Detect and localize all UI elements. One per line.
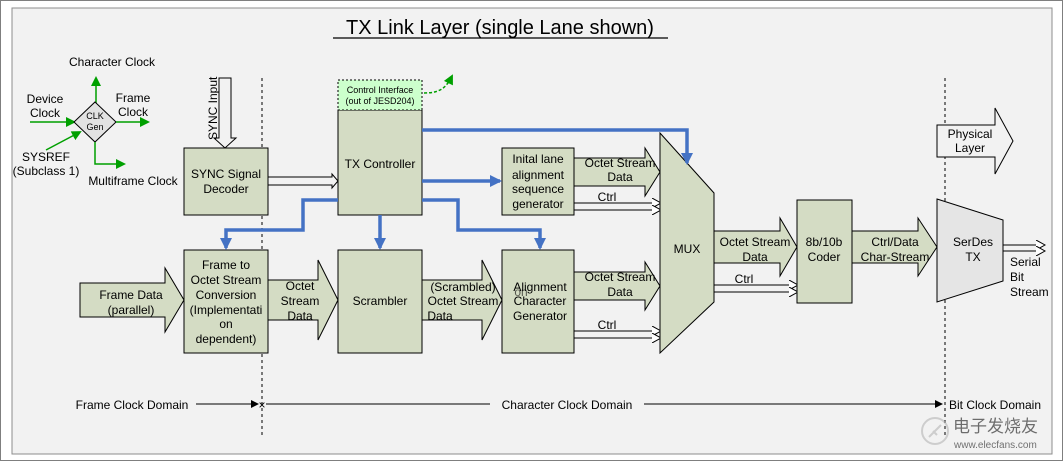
scrambled-label-3: Data [427, 309, 453, 323]
controller-to-frame-conversion-control [220, 198, 338, 250]
ilas-generator-block [501, 147, 575, 216]
control-interface-arrow [423, 74, 453, 94]
domain-boundary-marker: × [258, 398, 265, 412]
ctrl-3-label: Ctrl [598, 318, 617, 332]
char-stream-label-2: Char-Stream [861, 250, 930, 264]
coder-label-2: Coder [808, 250, 841, 264]
device-clock-label-2: Clock [30, 106, 61, 120]
serdes-tx-block [936, 198, 1004, 303]
octet-stream-data-3-label-1: Octet Stream [585, 270, 656, 284]
controller-to-mux-control [422, 128, 693, 165]
mux-data-arrow [713, 216, 798, 278]
align-char-label-3: Generator [513, 309, 567, 323]
sysref-arrow [45, 131, 82, 151]
ctrl-4-label: Ctrl [735, 272, 754, 286]
physical-layer-label-2: Layer [955, 141, 985, 155]
ctrl-1-label: Ctrl [598, 190, 617, 204]
octet-stream-data-4-label-2: Data [742, 250, 768, 264]
character-clock-domain-label: Character Clock Domain [502, 398, 633, 412]
char-stream-arrow [851, 216, 938, 278]
sync-decoder-label-2: Decoder [203, 182, 248, 196]
8b10b-coder-block [796, 199, 853, 304]
physical-layer-arrow [936, 107, 1014, 175]
ilas-data-arrow [573, 146, 661, 198]
device-clock-label-1: Device [27, 92, 64, 106]
sync-input-arrow [212, 77, 238, 149]
frame-to-octet-label-5: on [219, 317, 232, 331]
clk-gen-label-1: CLK [86, 111, 104, 121]
tx-controller-label: TX Controller [345, 157, 416, 171]
scrambled-stream-arrow [421, 259, 503, 341]
control-interface-box [337, 79, 423, 111]
align-char-label-2: Character [514, 294, 567, 308]
align-data-arrow [573, 260, 661, 312]
control-interface-label-2: (out of JESD204) [345, 96, 414, 106]
frame-clock-domain-label: Frame Clock Domain [76, 398, 189, 412]
alignment-character-generator-block [501, 249, 575, 354]
frame-to-octet-label-4: (Implementati [190, 303, 263, 317]
align-overlap-text: on [514, 285, 527, 299]
frame-clock-label-2: Clock [118, 105, 149, 119]
multiframe-clock-label: Multiframe Clock [88, 174, 178, 188]
serdes-label-1: SerDes [953, 235, 993, 249]
ilas-label-2: alignment [512, 168, 565, 182]
scrambler-block [337, 249, 423, 354]
tx-controller-block [337, 109, 423, 216]
diagram-title: TX Link Layer (single Lane shown) [346, 17, 654, 39]
sync-decoder-label-1: SYNC Signal [191, 167, 261, 181]
align-char-label-1: Alignment [513, 280, 567, 294]
octet-stream-arrow-2 [267, 259, 339, 341]
frame-to-octet-label-2: Octet Stream [191, 273, 262, 287]
octet-stream-data-1-label-1: Octet Stream [585, 156, 656, 170]
frame-clock-label-1: Frame [116, 91, 151, 105]
bit-clock-domain-label: Bit Clock Domain [949, 398, 1041, 412]
octet-stream-data-2-label-1: Octet [286, 279, 315, 293]
character-clock-label: Character Clock [69, 55, 156, 69]
frame-data-label-1: Frame Data [99, 288, 163, 302]
frame-data-input-arrow [79, 266, 185, 334]
multiframe-clock-arrow [94, 142, 126, 169]
ilas-label-3: sequence [512, 182, 564, 196]
mux-block [659, 131, 715, 355]
scrambled-label-2: Octet Stream [428, 294, 499, 308]
octet-stream-data-2-label-3: Data [287, 309, 313, 323]
octet-stream-data-3-label-2: Data [607, 285, 633, 299]
frame-to-octet-label-3: Conversion [196, 288, 257, 302]
control-interface-label-1: Control Interface [347, 85, 414, 95]
octet-stream-data-4-label-1: Octet Stream [720, 235, 791, 249]
ilas-label-4: generator [512, 197, 563, 211]
scrambler-label: Scrambler [353, 294, 408, 308]
serdes-label-2: TX [965, 250, 980, 264]
serial-bit-stream-label-1: Serial [1010, 255, 1041, 269]
scrambled-label-1: (Scrambled) [430, 280, 495, 294]
sysref-label-1: SYSREF [22, 150, 70, 164]
mux-label: MUX [674, 242, 701, 256]
watermark-url: www.elecfans.com [953, 440, 1037, 451]
watermark: 电子发烧友 www.elecfans.com [921, 417, 1038, 451]
char-stream-label-1: Ctrl/Data [871, 235, 919, 249]
physical-layer-label-1: Physical [948, 127, 993, 141]
octet-stream-data-1-label-2: Data [607, 170, 633, 184]
decoder-to-controller-arrow [267, 172, 339, 190]
octet-stream-data-2-label-2: Stream [281, 294, 320, 308]
frame-to-octet-label-1: Frame to [202, 258, 250, 272]
controller-to-alignment-control [422, 198, 546, 250]
ilas-label-1: Inital lane [512, 152, 564, 166]
sysref-label-2: (Subclass 1) [13, 164, 80, 178]
frame-data-label-2: (parallel) [108, 303, 155, 317]
frame-to-octet-block [183, 249, 269, 354]
serial-bit-stream-label-3: Stream [1010, 285, 1049, 299]
sync-input-label: SYNC Input [206, 76, 220, 140]
watermark-logo-icon [921, 417, 949, 445]
watermark-text: 电子发烧友 [953, 417, 1038, 436]
clk-gen-label-2: Gen [86, 122, 103, 132]
frame-to-octet-label-6: dependent) [196, 332, 257, 346]
coder-label-1: 8b/10b [806, 235, 843, 249]
sync-signal-decoder-block [183, 147, 269, 216]
serial-bit-stream-label-2: Bit [1010, 270, 1025, 284]
